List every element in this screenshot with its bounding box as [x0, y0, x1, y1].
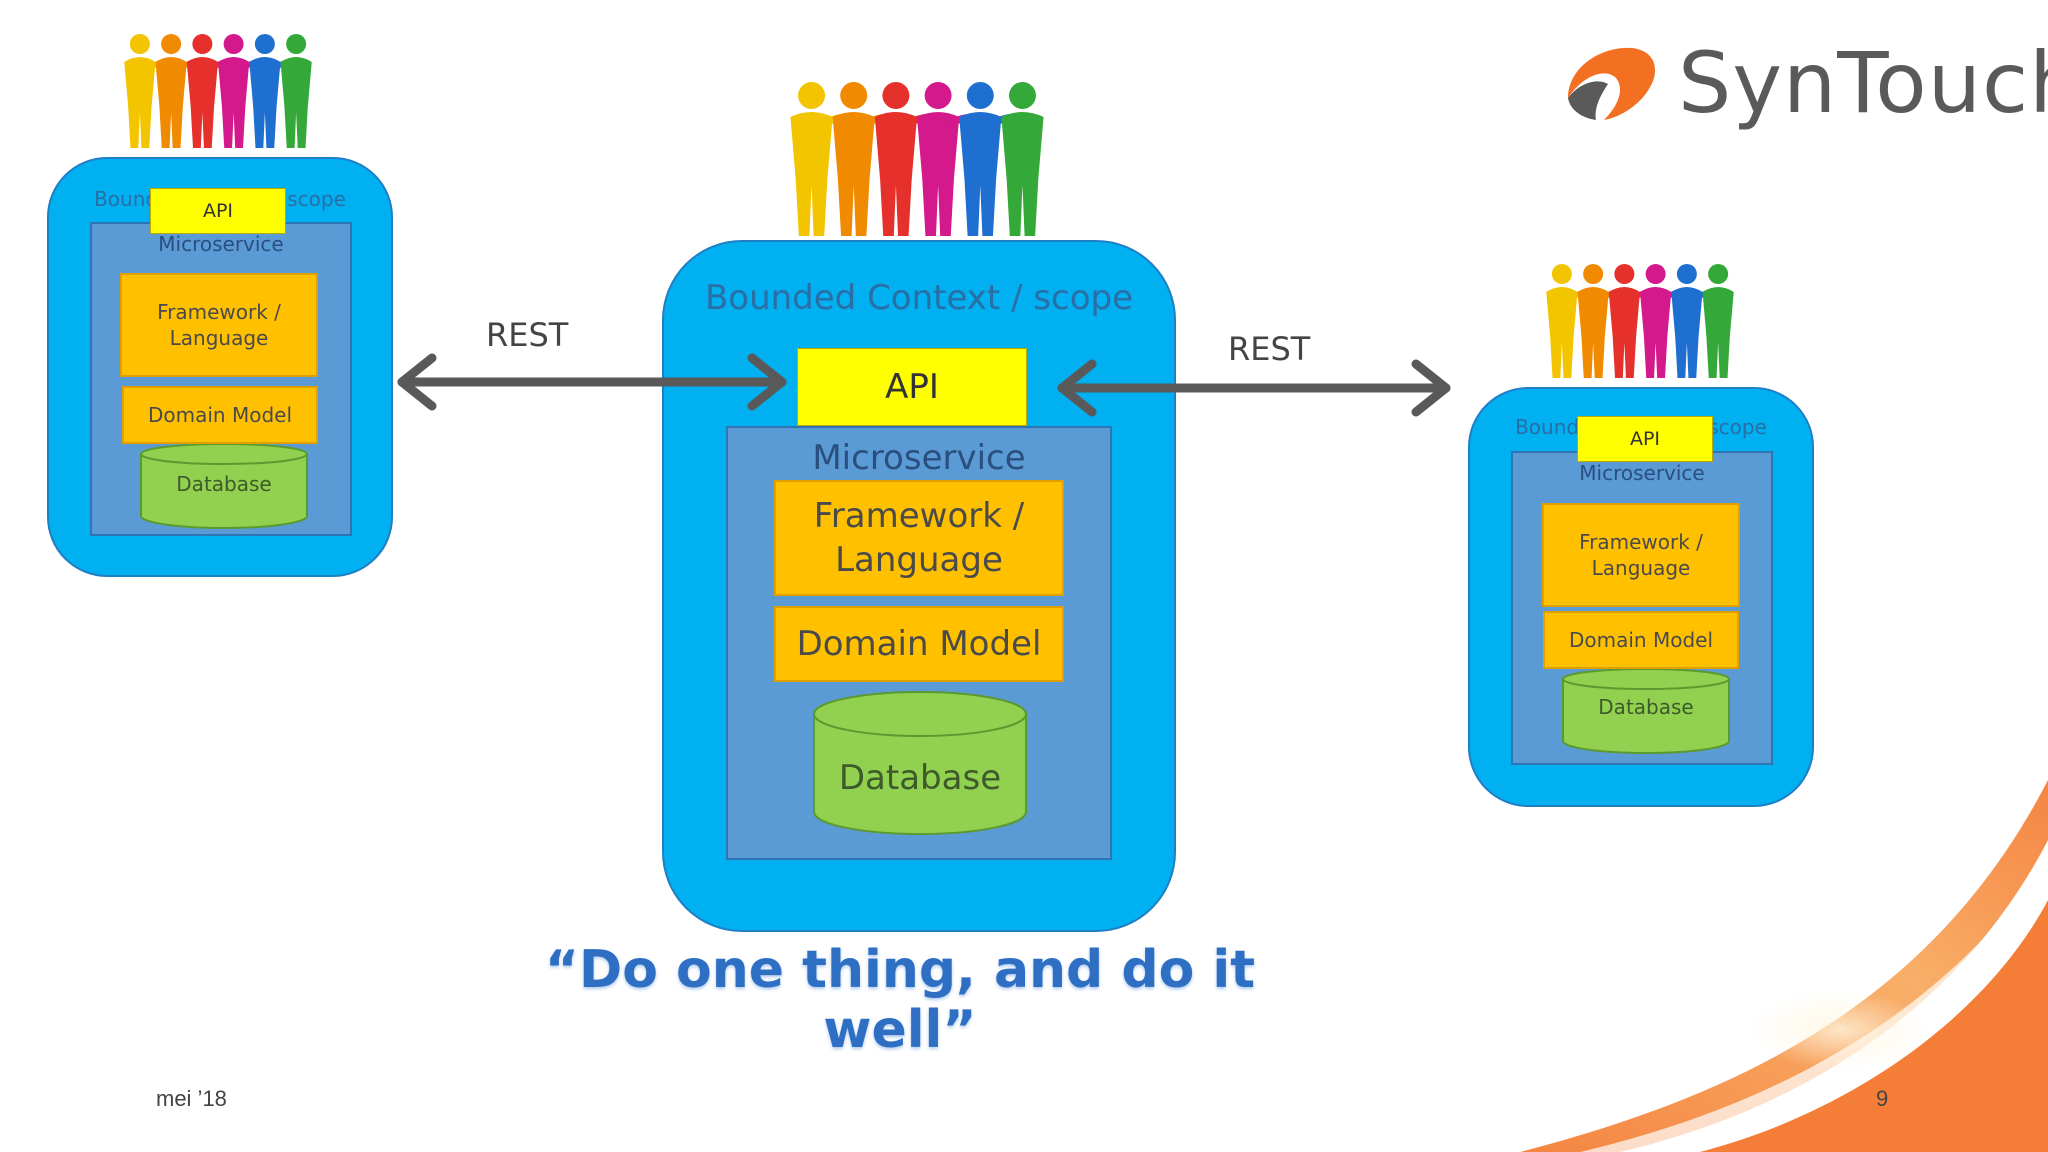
database-center: Database [810, 690, 1030, 840]
syntouch-logo: SynTouch [1560, 30, 2048, 140]
person-figure-icon [790, 82, 860, 236]
page-number: 9 [1876, 1086, 1889, 1111]
database-left: Database [139, 444, 309, 530]
person-figure-icon [874, 82, 944, 236]
person-figure-icon [280, 34, 312, 148]
person-figure-icon [1702, 264, 1734, 378]
team-people-icon [124, 34, 312, 148]
database-label: Database [176, 472, 272, 496]
person-figure-icon [1001, 82, 1044, 236]
arrow-head-left-icon [1057, 359, 1097, 417]
footer-date: mei ’18 [156, 1086, 227, 1111]
team-people-icon [1546, 264, 1734, 378]
person-figure-icon [832, 82, 902, 236]
microservice-label: Microservice [158, 232, 284, 256]
framework-box-right: Framework / Language [1542, 503, 1740, 607]
database-label: Database [838, 758, 1002, 798]
database-label: Database [1598, 695, 1694, 719]
framework-box-center: Framework / Language [774, 480, 1064, 596]
person-figure-icon [959, 82, 1029, 236]
rest-label-left: REST [486, 316, 569, 354]
arrow-head-left-icon [397, 353, 437, 411]
arrow-head-right-icon [1411, 359, 1451, 417]
api-box-center: API [797, 348, 1027, 426]
microservice-label: Microservice [1579, 461, 1705, 485]
domain-model-box-center: Domain Model [774, 606, 1064, 682]
arrow-head-right-icon [747, 353, 787, 411]
domain-model-box-right: Domain Model [1543, 611, 1739, 669]
framework-box-left: Framework / Language [120, 273, 318, 377]
logo-text: SynTouch [1678, 34, 2048, 132]
syntouch-logo-icon [1568, 47, 1656, 120]
microservice-label: Microservice [812, 438, 1026, 478]
team-people-icon [790, 82, 1044, 236]
person-figure-icon [249, 34, 301, 148]
slide-quote: “Do one thing, and do it well” [544, 940, 1256, 1060]
database-right: Database [1561, 669, 1731, 755]
bounded-context-label: Bounded Context / scope [704, 278, 1134, 318]
api-box-right: API [1577, 416, 1713, 462]
api-box-left: API [150, 188, 286, 234]
rest-label-right: REST [1228, 330, 1311, 368]
domain-model-box-left: Domain Model [122, 386, 318, 444]
